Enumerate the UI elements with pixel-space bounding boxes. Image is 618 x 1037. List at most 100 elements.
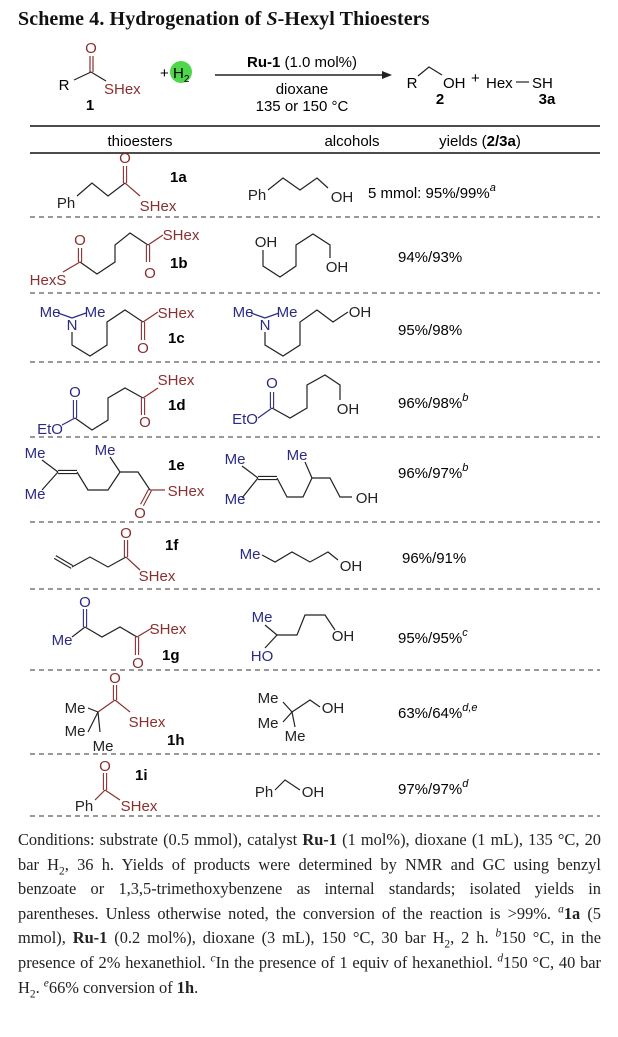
atom-label: O bbox=[99, 758, 111, 775]
bond bbox=[76, 182, 126, 197]
atom-label: OH bbox=[326, 259, 349, 276]
bond bbox=[109, 456, 121, 473]
compound-id: 1b bbox=[170, 255, 188, 272]
compound-id: 1 bbox=[86, 97, 94, 114]
atom-label: OH bbox=[302, 784, 325, 801]
footnote-segment: (5 mmol), bbox=[18, 903, 601, 948]
footnote-segment: 2 bbox=[59, 864, 65, 877]
footnote-segment: 1h bbox=[176, 977, 195, 997]
bond bbox=[277, 614, 336, 636]
atom-label: Me bbox=[85, 304, 106, 321]
atom-label: SHex bbox=[139, 568, 176, 585]
plus-sign: + bbox=[471, 70, 480, 87]
atom-label: HO bbox=[251, 648, 274, 665]
atom-label: Me bbox=[258, 690, 279, 707]
bond bbox=[417, 66, 443, 77]
solvent-label: dioxane bbox=[276, 81, 329, 98]
bond bbox=[142, 387, 159, 399]
compound-id: 1i bbox=[135, 767, 148, 784]
double-bond bbox=[142, 490, 152, 507]
bond bbox=[76, 471, 151, 491]
h2-highlight bbox=[170, 61, 192, 83]
yield-value: 95%/95%c bbox=[398, 627, 468, 647]
bond bbox=[104, 789, 121, 801]
bond bbox=[62, 261, 81, 273]
compound-id: 1f bbox=[165, 537, 179, 554]
atom-label: Ph bbox=[248, 187, 266, 204]
atom-label: O bbox=[266, 375, 278, 392]
atom-label: Me bbox=[225, 491, 246, 508]
yield-text: 96%/98% bbox=[398, 395, 462, 412]
footnote-segment: (0.2 mol%), dioxane (3 mL), 150 °C, 30 b… bbox=[107, 928, 445, 948]
bond bbox=[282, 711, 293, 723]
footnote-segment: 150 °C, in the presence of 2% hexanethio… bbox=[18, 928, 601, 972]
compound-id: 1h bbox=[167, 732, 185, 749]
header-yields: yields (2/3a) bbox=[439, 133, 521, 150]
atom-label: OH bbox=[356, 490, 379, 507]
atom-label: Me bbox=[52, 632, 73, 649]
footnote-segment: b bbox=[495, 927, 502, 940]
bond bbox=[94, 789, 106, 801]
atom-label: O bbox=[137, 340, 149, 357]
yield-footnote-marker: d bbox=[462, 778, 469, 790]
atom-label: Me bbox=[40, 304, 61, 321]
atom-label: Me bbox=[233, 304, 254, 321]
bond bbox=[73, 71, 107, 82]
bond bbox=[142, 311, 159, 323]
footnote: Conditions: substrate (0.5 mmol), cataly… bbox=[18, 828, 601, 1000]
yield-text: 97%/97% bbox=[398, 781, 462, 798]
atom-label: Me bbox=[65, 723, 86, 740]
footnote-segment: 2 bbox=[29, 987, 36, 1000]
bond bbox=[282, 701, 293, 713]
bond bbox=[71, 312, 87, 319]
yield-footnote-marker: d,e bbox=[462, 702, 477, 714]
atom-label: O bbox=[134, 505, 146, 522]
bond bbox=[136, 627, 153, 638]
atom-label: OH bbox=[337, 401, 360, 418]
footnote-segment: 1a bbox=[563, 903, 581, 923]
bond bbox=[124, 182, 141, 197]
atom-label: O bbox=[119, 150, 131, 167]
title-segment: S bbox=[266, 8, 278, 30]
bond bbox=[291, 699, 321, 713]
compound-id: 3a bbox=[539, 91, 556, 108]
bond bbox=[241, 465, 259, 479]
atom-label: SHex bbox=[168, 483, 205, 500]
atom-label: Me bbox=[95, 442, 116, 459]
yield-text: 5 mmol: 95%/99% bbox=[368, 185, 490, 202]
yield-text: 96%/97% bbox=[398, 465, 462, 482]
footnote-segment: . bbox=[35, 977, 44, 997]
footnote-segment: , 36 h. Yields of products were determin… bbox=[18, 854, 601, 923]
bond bbox=[114, 699, 131, 713]
bond bbox=[71, 309, 144, 357]
footnote-segment: In the presence of 1 equiv of hexanethio… bbox=[215, 952, 498, 972]
header-thioesters: thioesters bbox=[107, 133, 172, 150]
atom-label: EtO bbox=[37, 421, 63, 438]
atom-label: OH bbox=[331, 189, 354, 206]
atom-label: O bbox=[144, 265, 156, 282]
atom-label: SHex bbox=[121, 798, 158, 815]
yield-value: 63%/64%d,e bbox=[398, 702, 478, 722]
atom-label: SHex bbox=[150, 621, 187, 638]
bond bbox=[267, 177, 329, 191]
bond bbox=[71, 626, 86, 638]
bond bbox=[125, 556, 141, 571]
compound-id: 2 bbox=[436, 91, 444, 108]
catalyst-label: Ru-1 (1.0 mol%) bbox=[247, 54, 357, 71]
bond bbox=[41, 471, 59, 491]
atom-label: O bbox=[79, 594, 91, 611]
atom-label: OH bbox=[332, 628, 355, 645]
atom-label: Me bbox=[277, 304, 298, 321]
atom-label: Ph bbox=[75, 798, 93, 815]
yield-text: 95%/98% bbox=[398, 322, 462, 339]
footnote-segment: e bbox=[43, 977, 49, 990]
atom-label: OH bbox=[443, 75, 466, 92]
atom-label: R bbox=[407, 75, 418, 92]
title-segment: -Hexyl Thioesters bbox=[277, 8, 430, 30]
atom-label: O bbox=[120, 525, 132, 542]
bond bbox=[41, 459, 59, 473]
